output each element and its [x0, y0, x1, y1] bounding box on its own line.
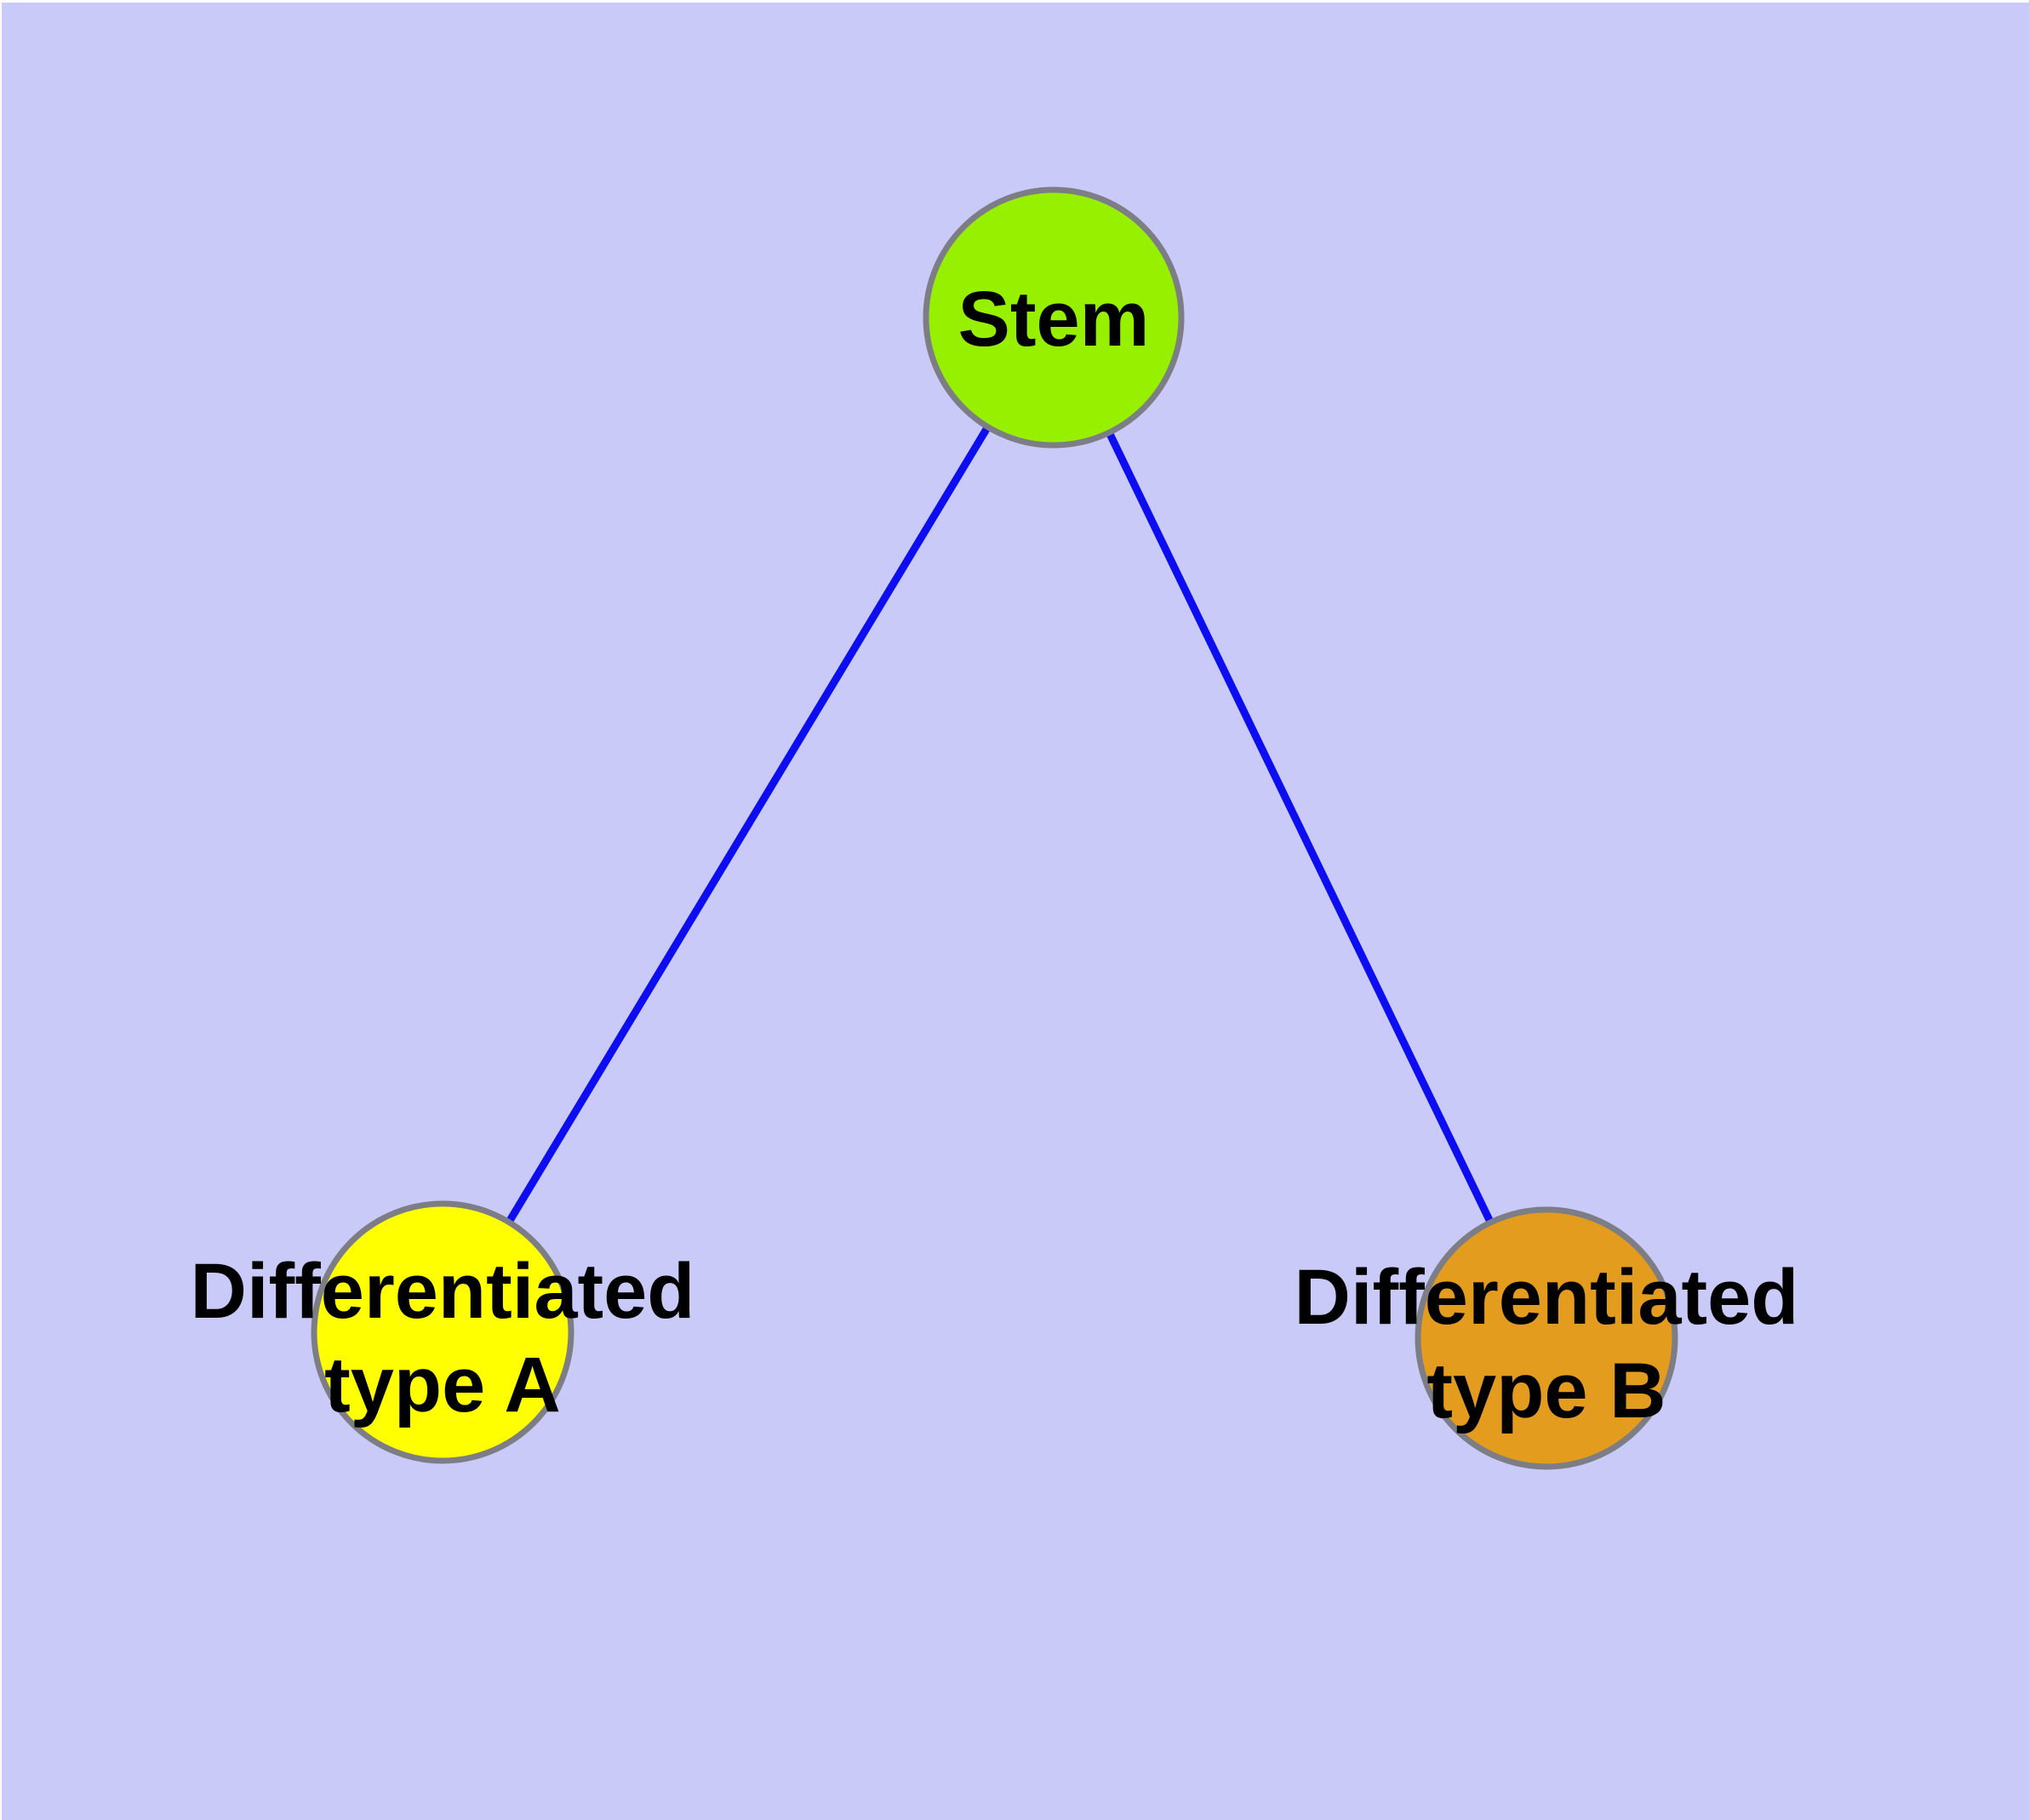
node-differentiated-type-a: Differentiated type A — [191, 1200, 695, 1464]
node-stem: Stem — [923, 186, 1185, 449]
edge-stem-to-differentiated-type-a — [439, 315, 1057, 1335]
node-differentiated-type-b-label-line2: type B — [1426, 1348, 1666, 1434]
node-stem-label: Stem — [958, 276, 1150, 363]
edge-stem-to-differentiated-type-b — [1049, 316, 1551, 1340]
node-differentiated-type-b-label-line1: Differentiated — [1295, 1254, 1799, 1341]
node-differentiated-type-a-label-line1: Differentiated — [191, 1248, 695, 1335]
node-differentiated-type-a-label-line2: type A — [324, 1342, 561, 1428]
node-differentiated-type-a-circle — [311, 1200, 574, 1464]
node-differentiated-type-b-circle — [1415, 1206, 1678, 1470]
node-differentiated-type-b: Differentiated type B — [1295, 1206, 1799, 1470]
node-stem-circle — [923, 186, 1185, 449]
